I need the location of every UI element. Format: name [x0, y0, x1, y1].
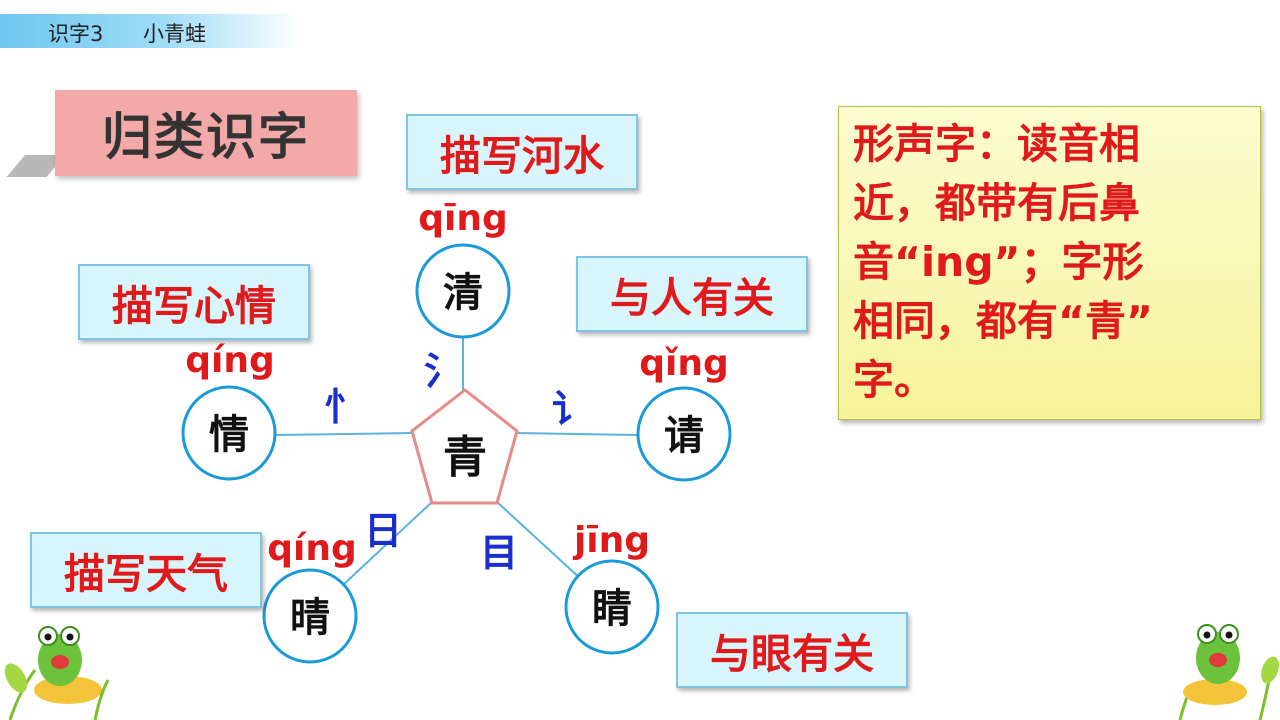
center-char: 青: [443, 432, 487, 483]
pinyin-qing-heart: qíng: [185, 340, 275, 381]
radical-sun: 日: [364, 509, 403, 553]
char-circle-qing-water: [415, 243, 511, 339]
pinyin-jing-eye: jīng: [573, 520, 651, 561]
radical-eye: 目: [480, 531, 519, 575]
char-circle-jing-eye: [564, 559, 660, 655]
char-circle-qing-heart: [181, 385, 277, 481]
char-qing-heart: 情: [209, 412, 249, 458]
lesson-title: 小青蛙: [143, 22, 206, 46]
char-qing-sun: 晴: [290, 595, 330, 641]
pinyin-qing-water: qīng: [418, 198, 508, 239]
explanation-note: 形声字：读音相 近，都带有后鼻 音“ing”；字形 相同，都有“青” 字。: [838, 106, 1261, 420]
header-bar: [0, 14, 300, 48]
connector-line-qing-speech: [516, 432, 639, 436]
label-describe-weather: 描写天气: [30, 532, 262, 608]
radical-speech: 讠: [552, 387, 591, 431]
char-jing-eye: 睛: [592, 586, 632, 632]
label-describe-river: 描写河水: [406, 114, 638, 190]
char-circle-qing-speech: [636, 386, 732, 482]
section-title: 归类识字: [55, 90, 357, 176]
char-qing-water: 清: [443, 270, 483, 316]
label-describe-mood: 描写心情: [78, 264, 310, 340]
lesson-number: 识字3: [48, 22, 104, 46]
label-related-to-people: 与人有关: [576, 256, 808, 332]
frog-icon: [4, 626, 110, 720]
char-circle-qing-sun: [262, 568, 358, 664]
char-qing-speech: 请: [664, 413, 704, 459]
connector-line-jing-eye: [496, 501, 583, 581]
frog-icon: [1178, 624, 1279, 720]
radical-water: 氵: [424, 349, 463, 393]
center-pentagon: [410, 388, 519, 505]
note-line: 形声字：读音相: [853, 120, 1140, 168]
radical-heart: 忄: [324, 385, 363, 429]
pinyin-qing-sun: qíng: [267, 528, 357, 569]
note-line: 字。: [853, 356, 935, 404]
note-line: 近，都带有后鼻: [853, 179, 1140, 227]
connector-line-qing-heart: [275, 432, 413, 436]
label-related-to-eyes: 与眼有关: [676, 612, 908, 688]
note-line: 相同，都有“青”: [853, 297, 1153, 345]
pinyin-qing-speech: qǐng: [639, 343, 729, 384]
note-line: 音“ing”；字形: [853, 238, 1144, 286]
connector-line-qing-sun: [343, 501, 433, 585]
